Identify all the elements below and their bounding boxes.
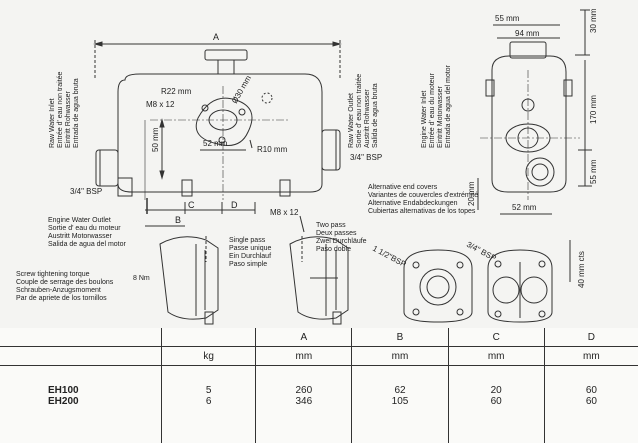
dim-bsp34-right-label: 3/4" BSP bbox=[350, 153, 382, 162]
table-cell: 60 bbox=[543, 365, 638, 396]
raw-water-outlet-label: Raw Water Outlet Sortie d' eau non trait… bbox=[348, 74, 379, 148]
svg-text:Raw Water Outlet: Raw Water Outlet bbox=[348, 93, 355, 148]
svg-text:Austritt Motorwasser: Austritt Motorwasser bbox=[48, 233, 112, 240]
svg-text:Two pass: Two pass bbox=[316, 222, 346, 229]
svg-text:Entrée d' eau du moteur: Entrée d' eau du moteur bbox=[429, 72, 436, 148]
svg-text:Paso doble: Paso doble bbox=[316, 246, 351, 253]
dim-55-label: 55 mm bbox=[495, 14, 520, 23]
dim-c-label: C bbox=[188, 200, 195, 210]
svg-text:Salida de agua bruta: Salida de agua bruta bbox=[372, 83, 379, 148]
engine-water-inlet-label: Engine Water Inlet Entrée d' eau du mote… bbox=[421, 64, 452, 148]
svg-text:Entrada de agua del motor: Entrada de agua del motor bbox=[445, 64, 452, 148]
svg-text:Zwei Durchläufe: Zwei Durchläufe bbox=[316, 238, 367, 245]
svg-text:Entrada de agua bruta: Entrada de agua bruta bbox=[73, 78, 80, 148]
dim-94-label: 94 mm bbox=[515, 29, 540, 38]
dim-55-vertical-label: 55 mm bbox=[589, 159, 598, 184]
dim-d-label: D bbox=[231, 200, 238, 210]
model-cell: EH200 bbox=[48, 396, 79, 407]
svg-text:Alternative Endabdeckungen: Alternative Endabdeckungen bbox=[368, 200, 458, 207]
dim-20-label: 20 mm bbox=[467, 181, 476, 206]
table-cell: 20 bbox=[447, 365, 545, 396]
svg-text:Variantes de couvercles d'extr: Variantes de couvercles d'extrémité bbox=[368, 192, 478, 199]
model-cell: EH100 bbox=[48, 385, 79, 396]
svg-text:Par de apriete de los tornillo: Par de apriete de los tornillos bbox=[16, 295, 107, 302]
unit-cell: mm bbox=[351, 346, 449, 366]
svg-text:Single pass: Single pass bbox=[229, 237, 266, 244]
two-pass-cover: Two pass Deux passes Zwei Durchläufe Pas… bbox=[289, 222, 367, 325]
header-cell-c: C bbox=[447, 328, 545, 347]
dim-30-label: 30 mm bbox=[589, 8, 598, 33]
dim-r22-label: R22 mm bbox=[161, 87, 192, 96]
table-row: EH200 6 346 105 60 60 bbox=[0, 396, 638, 443]
dim-bsp112-label: 1 1/2"BSP bbox=[371, 244, 408, 269]
svg-text:Cubiertas alternativas de los: Cubiertas alternativas de los topes bbox=[368, 208, 476, 215]
svg-text:Passe unique: Passe unique bbox=[229, 245, 272, 252]
svg-text:Deux passes: Deux passes bbox=[316, 230, 357, 237]
table-cell: 6 bbox=[161, 396, 256, 443]
unit-cell bbox=[0, 346, 162, 366]
end-cover-single: 1 1/2"BSP bbox=[371, 244, 473, 323]
svg-text:Paso simple: Paso simple bbox=[229, 261, 267, 268]
header-cell-b: B bbox=[351, 328, 449, 347]
svg-text:Salida de agua del motor: Salida de agua del motor bbox=[48, 241, 126, 248]
raw-water-inlet-label: Raw Water Inlet Entrée d' eau non traité… bbox=[49, 71, 80, 148]
dim-b-label: B bbox=[175, 215, 181, 225]
svg-text:Sortie d' eau du moteur: Sortie d' eau du moteur bbox=[48, 225, 121, 232]
engine-water-outlet-label: Engine Water Outlet Sortie d' eau du mot… bbox=[48, 217, 126, 248]
dim-170-label: 170 mm bbox=[589, 95, 598, 124]
dim-40cts-label: 40 mm cts bbox=[577, 251, 586, 288]
svg-text:Couple de serrage des boulons: Couple de serrage des boulons bbox=[16, 279, 114, 286]
table-cell: 60 bbox=[543, 396, 638, 443]
unit-cell: mm bbox=[543, 346, 638, 366]
svg-text:Screw tightening torque: Screw tightening torque bbox=[16, 271, 90, 278]
dim-52-center-label: 52 mm bbox=[203, 139, 228, 148]
dim-m8x12-bottom-label: M8 x 12 bbox=[270, 208, 299, 217]
table-unit-row: kg mm mm mm mm bbox=[0, 346, 638, 366]
svg-text:Eintritt Motorwasser: Eintritt Motorwasser bbox=[437, 85, 444, 148]
alternative-covers-label: Alternative end covers Variantes de couv… bbox=[368, 184, 478, 215]
svg-text:Sortie d' eau non traitée: Sortie d' eau non traitée bbox=[356, 74, 363, 148]
dim-bsp34-left-label: 3/4" BSP bbox=[70, 187, 102, 196]
single-pass-cover: Single pass Passe unique Ein Durchlauf P… bbox=[159, 236, 272, 325]
spec-table: A B C D kg mm mm mm mm EH100 5 260 62 20… bbox=[0, 328, 638, 443]
header-cell-a: A bbox=[255, 328, 352, 347]
svg-text:Engine Water Inlet: Engine Water Inlet bbox=[421, 91, 428, 148]
table-cell: 62 bbox=[351, 365, 449, 396]
screw-torque-label: Screw tightening torque Couple de serrag… bbox=[16, 271, 150, 302]
table-header-row: A B C D bbox=[0, 328, 638, 347]
svg-text:Schrauben-Anzugsmoment: Schrauben-Anzugsmoment bbox=[16, 287, 101, 294]
table-cell: 346 bbox=[255, 396, 352, 443]
dim-r10-label: R10 mm bbox=[257, 145, 288, 154]
side-view: 55 mm 94 mm 30 mm 170 mm 55 mm 20 mm 52 … bbox=[467, 8, 598, 215]
unit-cell: kg bbox=[161, 346, 256, 366]
end-cover-double: 3/4" BSP 40 mm cts bbox=[465, 240, 586, 323]
unit-cell: mm bbox=[447, 346, 545, 366]
dim-a-label: A bbox=[213, 32, 219, 42]
table-row: EH100 5 260 62 20 60 bbox=[0, 365, 638, 396]
header-cell-d: D bbox=[543, 328, 638, 347]
header-cell bbox=[161, 328, 256, 347]
front-view: A bbox=[70, 32, 382, 227]
technical-drawing: A bbox=[16, 8, 598, 325]
dim-d30-label: Ø30 mm bbox=[230, 74, 253, 105]
torque-value: 8 Nm bbox=[133, 275, 150, 282]
svg-text:Raw Water Inlet: Raw Water Inlet bbox=[49, 98, 56, 148]
svg-text:Austritt Rohwasser: Austritt Rohwasser bbox=[364, 89, 371, 148]
dim-52-side-label: 52 mm bbox=[512, 203, 537, 212]
svg-text:Entrée d' eau non traitée: Entrée d' eau non traitée bbox=[57, 71, 64, 148]
svg-text:Engine Water Outlet: Engine Water Outlet bbox=[48, 217, 111, 224]
svg-text:Alternative end covers: Alternative end covers bbox=[368, 184, 438, 191]
dim-50-label: 50 mm bbox=[151, 127, 160, 152]
unit-cell: mm bbox=[255, 346, 352, 366]
dim-m8x12-top-label: M8 x 12 bbox=[146, 100, 175, 109]
table-cell: 105 bbox=[351, 396, 449, 443]
table-cell: 60 bbox=[447, 396, 545, 443]
table-cell: 260 bbox=[255, 365, 352, 396]
table-cell: 5 bbox=[161, 365, 256, 396]
svg-text:Ein Durchlauf: Ein Durchlauf bbox=[229, 253, 271, 260]
header-cell bbox=[0, 328, 162, 347]
svg-text:Eintritt Rohwasser: Eintritt Rohwasser bbox=[65, 91, 72, 148]
